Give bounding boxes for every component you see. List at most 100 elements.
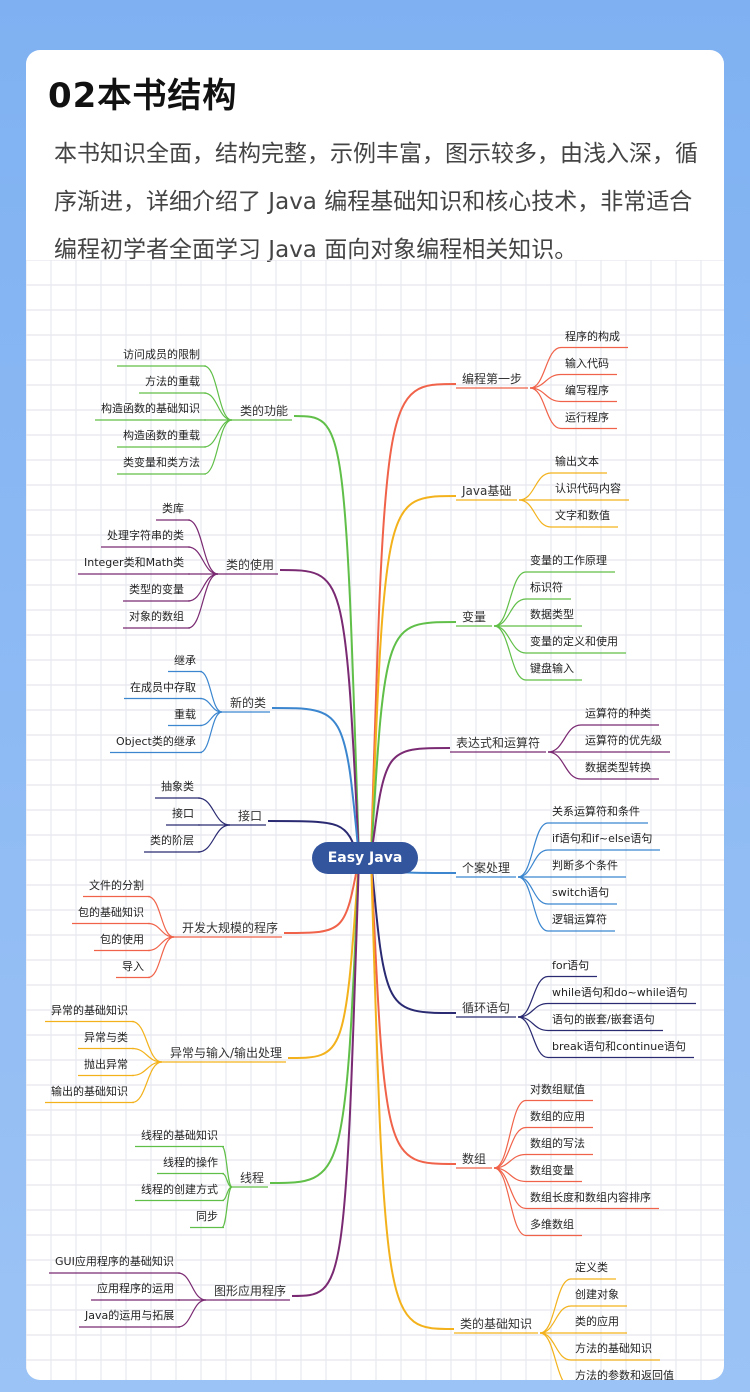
mindmap-leaf-label: 判断多个条件: [552, 859, 618, 872]
mindmap-branch-label: 变量: [462, 610, 487, 624]
mindmap-leaf-label: 文字和数值: [555, 509, 610, 522]
mindmap-leaf-connector: [187, 573, 219, 629]
mindmap-leaf-label: 同步: [196, 1209, 218, 1223]
mindmap-leaf-connector: [493, 625, 527, 681]
mindmap-branch-connector: [370, 495, 457, 859]
mindmap-leaf-label: 类库: [162, 502, 184, 515]
mindmap-leaf-label: 认识代码内容: [555, 482, 621, 495]
mindmap-branch-label: 新的类: [230, 696, 267, 710]
mindmap-leaf-connector: [203, 419, 233, 448]
mindmap-branch-label: 异常与输入/输出处理: [170, 1046, 283, 1060]
mindmap-leaf-connector: [517, 876, 549, 905]
mindmap-leaf-label: 构造函数的基础知识: [101, 402, 200, 415]
mindmap-leaf-label: 输出文本: [555, 455, 599, 468]
mindmap-branch-label: 类的基础知识: [460, 1317, 533, 1331]
mindmap-leaf-label: for语句: [552, 958, 590, 972]
mindmap-branch-label: 数组: [462, 1152, 487, 1166]
mindmap-leaf-label: 导入: [122, 959, 144, 973]
mindmap-branch-connector: [269, 857, 360, 1184]
mindmap-leaf-connector: [131, 1047, 163, 1063]
mindmap-leaf-label: 标识符: [530, 581, 563, 594]
mindmap-leaf-connector: [131, 1020, 163, 1063]
mindmap-leaf-label: 语句的嵌套/嵌套语句: [552, 1012, 655, 1026]
mindmap-leaf-label: 方法的重载: [145, 375, 200, 388]
mindmap-branch-connector: [271, 707, 360, 859]
mindmap-leaf-label: 文件的分割: [89, 878, 144, 892]
mindmap-leaf-label: 构造函数的重载: [123, 429, 200, 442]
mindmap-branch-label: 线程: [240, 1171, 265, 1185]
mindmap-leaf-label: 变量的定义和使用: [530, 635, 618, 648]
mindmap-leaf-connector: [203, 392, 233, 421]
mindmap-leaf-label: 抛出异常: [84, 1057, 128, 1071]
mindmap-leaf-connector: [493, 571, 527, 627]
mindmap-branch-connector: [293, 415, 360, 859]
mindmap-leaf-label: 多维数组: [530, 1217, 574, 1231]
mindmap-leaf-label: 输入代码: [565, 356, 609, 370]
mindmap-leaf-label: 类变量和类方法: [123, 456, 200, 469]
mindmap-leaf-connector: [131, 1061, 163, 1104]
mindmap-leaf-connector: [547, 751, 582, 780]
mindmap-leaf-connector: [547, 724, 582, 753]
mindmap-leaf-connector: [493, 1099, 527, 1169]
mindmap-leaf-label: 方法的参数和返回值: [575, 1369, 674, 1380]
mindmap-branch-connector: [370, 621, 457, 859]
mindmap-leaf-label: 类的应用: [575, 1315, 619, 1328]
mindmap-leaf-label: while语句和do~while语句: [552, 985, 688, 999]
mindmap-leaf-label: 包的使用: [100, 932, 144, 946]
mindmap-leaf-connector: [529, 387, 562, 430]
mindmap-leaf-connector: [517, 1002, 549, 1018]
mindmap-leaf-label: Java的运用与拓展: [85, 1309, 175, 1322]
mindmap-leaf-label: 对数组赋值: [530, 1082, 585, 1096]
mindmap-leaf-label: 数组的应用: [530, 1109, 585, 1123]
mindmap-leaf-label: 数据类型: [530, 608, 574, 621]
mindmap-leaf-label: Object类的继承: [116, 734, 196, 748]
mindmap-leaf-label: break语句和continue语句: [552, 1039, 686, 1053]
mindmap-leaf-label: 运行程序: [565, 410, 609, 424]
mindmap-leaf-label: 输出的基础知识: [51, 1084, 128, 1098]
mindmap-leaf-label: 数组的写法: [530, 1136, 585, 1150]
mindmap-leaf-label: 逻辑运算符: [552, 913, 607, 926]
mindmap-leaf-label: 方法的基础知识: [575, 1342, 652, 1355]
mindmap-leaf-label: 包的基础知识: [78, 905, 144, 919]
mindmap-leaf-label: 线程的创建方式: [141, 1182, 218, 1196]
mindmap-leaf-label: 运算符的种类: [585, 707, 651, 720]
mindmap-leaf-label: 异常的基础知识: [51, 1003, 128, 1017]
mindmap-leaf-connector: [493, 598, 527, 627]
mindmap-leaf-label: 定义类: [575, 1261, 608, 1274]
mindmap-leaf-connector: [517, 975, 549, 1018]
mindmap-leaf-label: 数据类型转换: [585, 761, 651, 774]
mindmap-leaf-connector: [493, 1153, 527, 1169]
mindmap-leaf-label: 异常与类: [84, 1030, 128, 1044]
mindmap-leaf-label: 创建对象: [575, 1288, 619, 1301]
mindmap-branch-label: 表达式和运算符: [456, 736, 541, 750]
mindmap-leaf-label: switch语句: [552, 886, 610, 899]
mindmap-leaf-connector: [493, 1126, 527, 1169]
mindmap-leaf-label: 接口: [172, 807, 194, 820]
mindmap-leaf-connector: [203, 365, 233, 421]
mindmap-leaf-connector: [187, 546, 219, 575]
section-description: 本书知识全面，结构完整，示例丰富，图示较多，由浅入深，循序渐进，详细介绍了 Ja…: [54, 141, 698, 263]
mindmap-leaf-label: 线程的基础知识: [141, 1128, 218, 1142]
mindmap-branch-connector: [291, 857, 360, 1297]
mindmap-leaf-label: 访问成员的限制: [123, 348, 200, 361]
mindmap-branch-connector: [287, 857, 360, 1059]
mindmap-leaf-connector: [493, 625, 527, 654]
mindmap-branch-label: 图形应用程序: [214, 1284, 287, 1298]
mindmap-leaf-label: 抽象类: [161, 780, 194, 793]
mindmap-leaf-label: 在成员中存取: [130, 680, 196, 694]
mindmap-branch-label: 类的功能: [240, 404, 289, 418]
mindmap-leaf-connector: [147, 936, 175, 979]
mindmap-leaf-label: 类型的变量: [129, 583, 184, 596]
mindmap-leaf-connector: [517, 876, 549, 932]
content-card: 02本书结构 本书知识全面，结构完整，示例丰富，图示较多，由浅入深，循序渐进，详…: [26, 50, 724, 1380]
mindmap-branch-connector: [370, 857, 457, 1165]
mindmap-branch-label: 循环语句: [462, 1001, 511, 1015]
mindmap-leaf-connector: [221, 1186, 233, 1229]
mindmap-leaf-connector: [177, 1272, 207, 1301]
mindmap-leaf-connector: [539, 1332, 572, 1361]
mindmap-leaf-connector: [539, 1278, 572, 1334]
mindmap-branch-label: 类的使用: [226, 558, 275, 572]
mindmap-leaf-connector: [529, 373, 562, 389]
mindmap-leaf-label: Integer类和Math类: [84, 556, 185, 569]
